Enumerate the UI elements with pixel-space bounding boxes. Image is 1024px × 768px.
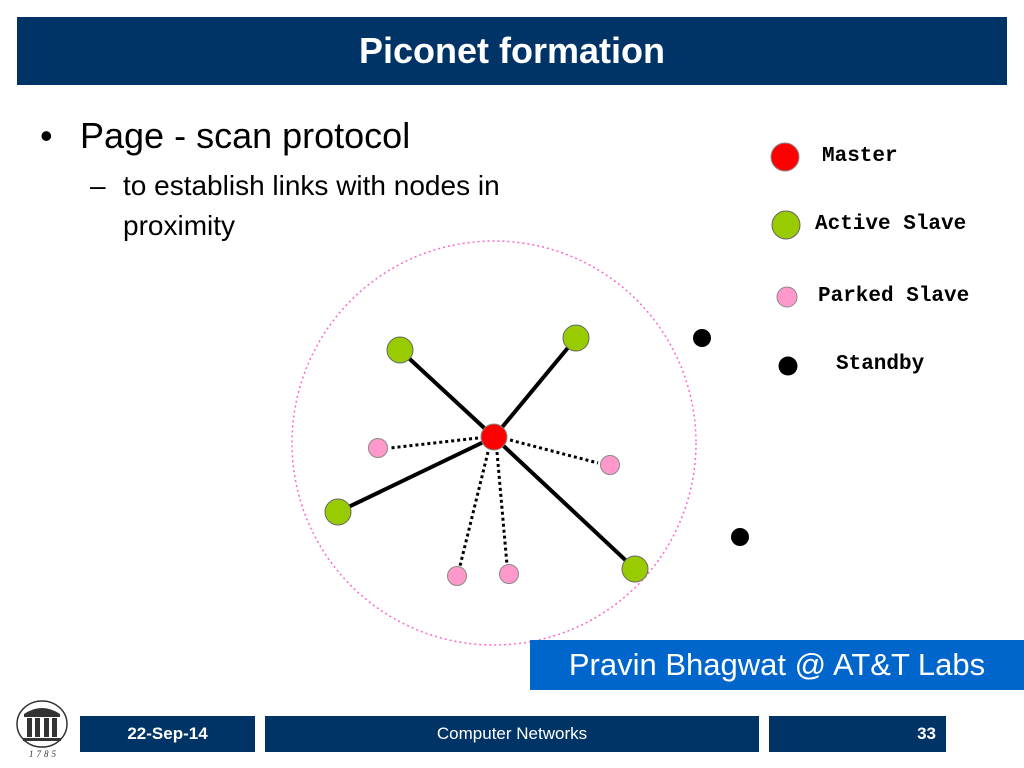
bullet-marker: • <box>40 115 53 156</box>
legend-active-slave-label: Active Slave <box>815 213 967 236</box>
legend-active-slave-icon <box>771 210 801 240</box>
active-slave-node <box>562 324 590 352</box>
parked-slave-node <box>499 564 519 584</box>
footer-date: 22-Sep-14 <box>80 716 255 752</box>
parked-link <box>509 438 599 465</box>
bullet-main-text: Page - scan protocol <box>80 115 411 156</box>
parked-slave-node <box>600 455 620 475</box>
master-node <box>480 423 508 451</box>
bullet-main: • Page - scan protocol <box>40 112 503 160</box>
active-slave-node <box>621 555 649 583</box>
parked-slave-node <box>447 566 467 586</box>
standby-node <box>693 329 711 347</box>
active-link <box>398 348 496 439</box>
active-slave-node <box>324 498 352 526</box>
legend-parked-slave-icon <box>776 286 798 308</box>
sub-bullet-marker: – <box>90 170 106 201</box>
bullet-sub: – to establish links with nodes in proxi… <box>40 166 503 246</box>
active-link <box>492 336 578 439</box>
active-link <box>492 435 637 571</box>
standby-node <box>731 528 749 546</box>
parked-link <box>389 436 479 450</box>
slide-title: Piconet formation <box>17 17 1007 85</box>
parked-slave-node <box>368 438 388 458</box>
bullet-list: • Page - scan protocol – to establish li… <box>40 112 503 246</box>
legend-master-label: Master <box>822 145 898 168</box>
parked-link <box>458 451 490 567</box>
legend-standby-icon <box>778 356 798 376</box>
university-arch-logo-icon: 1785 <box>16 700 68 759</box>
footer-page-number: 33 <box>769 716 946 752</box>
footer-course: Computer Networks <box>265 716 759 752</box>
legend-standby-label: Standby <box>836 353 925 376</box>
footer-page-text: 33 <box>917 724 936 743</box>
bullet-sub-text: to establish links with nodes in proximi… <box>123 170 500 241</box>
piconet-range-circle <box>291 240 697 646</box>
active-slave-node <box>386 336 414 364</box>
logo-year: 1785 <box>29 749 59 759</box>
legend-master-icon <box>770 142 800 172</box>
active-link <box>337 435 495 514</box>
legend-parked-slave-label: Parked Slave <box>818 285 970 308</box>
parked-link <box>495 451 509 566</box>
credit-banner: Pravin Bhagwat @ AT&T Labs <box>530 640 1024 690</box>
